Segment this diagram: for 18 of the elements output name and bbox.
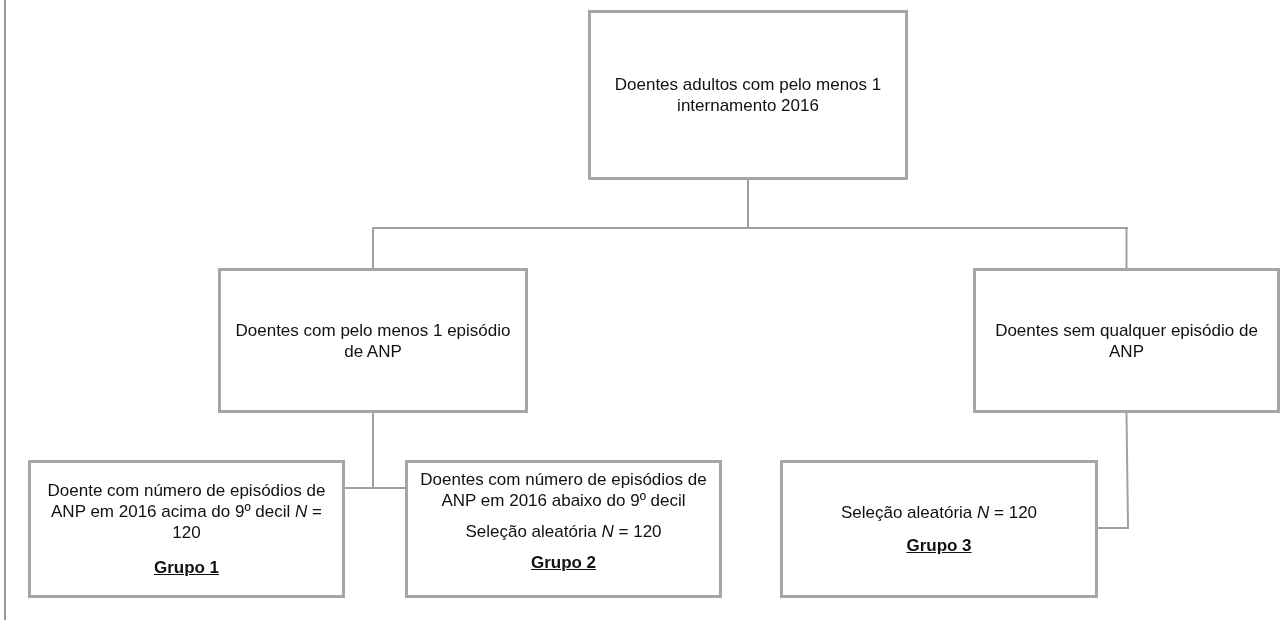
flow-box: [973, 268, 1280, 413]
box-text: Doentes com pelo menos 1 episódio de ANP: [234, 319, 512, 362]
box-text: Seleção aleatória N = 120: [840, 502, 1038, 523]
connector-line: [1097, 412, 1129, 529]
box-text: Doentes sem qualquer episódio de ANP: [994, 319, 1259, 362]
box-text: Doentes com número de episódios de ANP em 2016 abaixo do 9º decil: [419, 469, 708, 511]
flow-box: [405, 460, 722, 598]
flow-box: [588, 10, 908, 180]
flow-box: [780, 460, 1098, 598]
connector-line: [372, 412, 406, 489]
group-label: Grupo 3: [906, 535, 972, 556]
group-label: Grupo 2: [530, 552, 597, 573]
flow-box: [28, 460, 345, 598]
group-label: Grupo 1: [153, 557, 220, 578]
box-text: Doente com número de episódios de ANP em 2016 acima do 9º decil N = 120: [46, 480, 327, 543]
box-text: Seleção aleatória N = 120: [465, 521, 662, 542]
box-text: Doentes adultos com pelo menos 1 internamento 2016: [613, 74, 883, 116]
flow-box: [218, 268, 528, 413]
